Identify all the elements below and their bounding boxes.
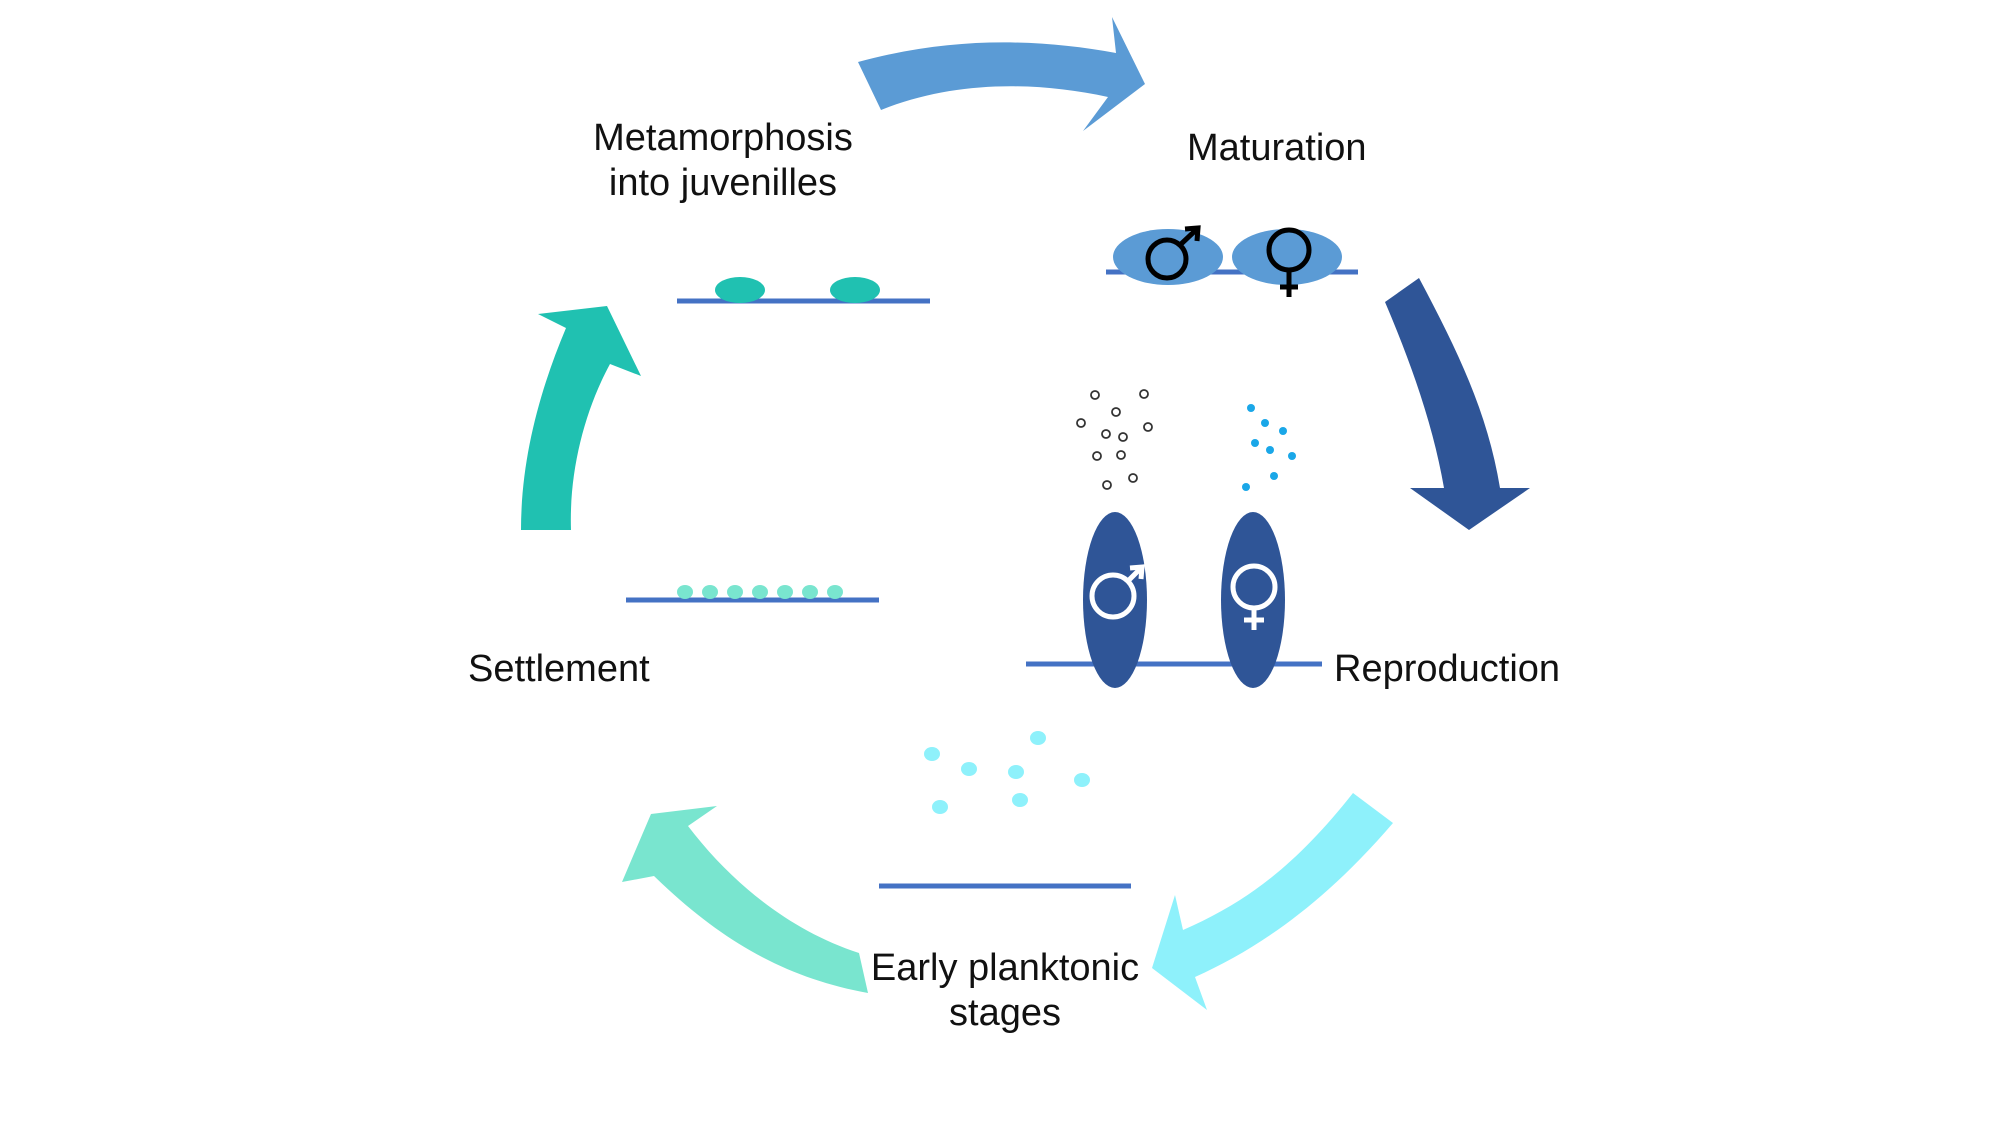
settled-larvae bbox=[677, 585, 843, 599]
planktonic-larva bbox=[932, 800, 948, 814]
arrow-reproduction-to-planktonic bbox=[1152, 793, 1393, 1010]
mature-male-body bbox=[1113, 229, 1223, 285]
early-planktonic-label-line1: Early planktonic bbox=[871, 947, 1139, 989]
settled-larva bbox=[702, 585, 718, 599]
arrow-planktonic-to-settlement bbox=[622, 806, 868, 993]
egg-cell bbox=[1242, 483, 1250, 491]
sperm-cell bbox=[1128, 473, 1138, 483]
arrow-maturation-to-reproduction bbox=[1385, 278, 1530, 530]
arrow-metamorphosis-to-maturation bbox=[858, 17, 1145, 131]
egg-cloud bbox=[1242, 404, 1296, 491]
juvenile bbox=[830, 277, 880, 303]
female-symbol-icon bbox=[1266, 227, 1312, 297]
metamorphosis-label-line1: Metamorphosis bbox=[593, 117, 853, 159]
juveniles-group bbox=[677, 277, 930, 304]
planktonic-larva bbox=[1008, 765, 1024, 779]
metamorphosis-label-line2: into juvenilles bbox=[609, 162, 837, 204]
male-symbol-icon bbox=[1089, 564, 1145, 620]
female-symbol-icon bbox=[1230, 563, 1278, 630]
planktonic-larva bbox=[1012, 793, 1028, 807]
sperm-cell bbox=[1076, 418, 1086, 428]
planktonic-larva bbox=[1074, 773, 1090, 787]
juvenile bbox=[715, 277, 765, 303]
egg-cell bbox=[1247, 404, 1255, 412]
sperm-cloud bbox=[1076, 389, 1153, 490]
sperm-cell bbox=[1102, 480, 1112, 490]
planktonic-larva bbox=[961, 762, 977, 776]
settlement-group bbox=[626, 585, 879, 603]
planktonic-larva bbox=[1030, 731, 1046, 745]
early-planktonic-label-line2: stages bbox=[949, 992, 1061, 1034]
reproduction-group bbox=[1026, 389, 1322, 688]
sperm-cell bbox=[1090, 390, 1100, 400]
spawning-female-body bbox=[1221, 512, 1285, 688]
sperm-cell bbox=[1139, 389, 1149, 399]
egg-cell bbox=[1279, 427, 1287, 435]
settled-larva bbox=[677, 585, 693, 599]
reproduction-label: Reproduction bbox=[1334, 648, 1560, 690]
settled-larva bbox=[752, 585, 768, 599]
settled-larva bbox=[727, 585, 743, 599]
settlement-label: Settlement bbox=[468, 648, 650, 690]
sperm-cell bbox=[1143, 422, 1153, 432]
settled-larva bbox=[802, 585, 818, 599]
settled-larva bbox=[777, 585, 793, 599]
mature-female-body bbox=[1232, 229, 1342, 285]
egg-cell bbox=[1266, 446, 1274, 454]
sperm-cell bbox=[1116, 450, 1126, 460]
settled-larva bbox=[827, 585, 843, 599]
sperm-cell bbox=[1092, 451, 1102, 461]
male-symbol-icon bbox=[1145, 225, 1201, 281]
egg-cell bbox=[1288, 452, 1296, 460]
egg-cell bbox=[1270, 472, 1278, 480]
sperm-cell bbox=[1101, 429, 1111, 439]
sperm-cell bbox=[1111, 407, 1121, 417]
maturation-label: Maturation bbox=[1187, 127, 1367, 169]
sperm-cell bbox=[1118, 432, 1128, 442]
maturation-group bbox=[1106, 225, 1358, 297]
spawning-male-body bbox=[1083, 512, 1147, 688]
planktonic-larva bbox=[924, 747, 940, 761]
arrow-settlement-to-metamorphosis bbox=[521, 306, 641, 530]
planktonic-larvae-group bbox=[924, 731, 1090, 814]
egg-cell bbox=[1261, 419, 1269, 427]
egg-cell bbox=[1251, 439, 1259, 447]
